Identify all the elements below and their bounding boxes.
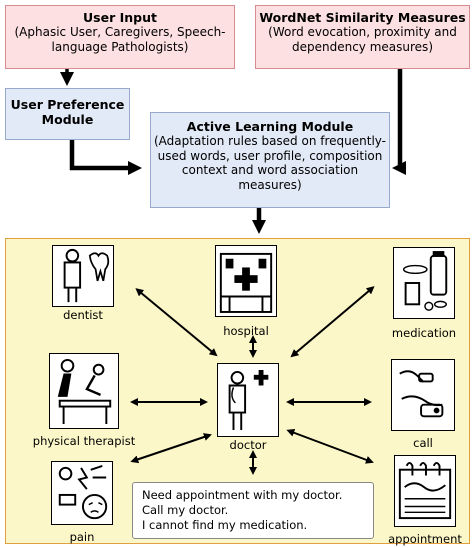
symbol-physical-therapist: physical therapist (32, 353, 136, 448)
active-learning-body: (Adaptation rules based on frequently-us… (154, 134, 386, 192)
arrow-preference-to-active (69, 140, 142, 175)
appointment-label: appointment (388, 532, 462, 546)
arrow-doctor-dentist (135, 288, 218, 357)
user-preference-title: User Preference Module (10, 97, 125, 127)
medication-label: medication (391, 326, 457, 340)
active-learning-title: Active Learning Module (186, 119, 354, 134)
symbol-medication: medication (384, 247, 464, 340)
hospital-label: hospital (223, 324, 269, 338)
symbol-hospital: hospital (206, 245, 286, 338)
arrow-doctor-medication (290, 286, 375, 358)
user-input-title: User Input (83, 10, 157, 25)
symbol-dentist: dentist (44, 245, 122, 322)
message-line: Call my doctor. (142, 503, 229, 517)
pain-label: pain (69, 530, 95, 544)
wordnet-title: WordNet Similarity Measures (259, 10, 466, 25)
dentist-label: dentist (63, 308, 103, 322)
physical-therapist-icon (49, 353, 119, 429)
doctor-icon (217, 363, 279, 437)
symbol-pain: pain (44, 461, 120, 544)
symbol-call: call (382, 359, 464, 450)
symbol-panel: dentist hospital medication (5, 238, 470, 546)
call-icon (391, 359, 455, 431)
wordnet-body: (Word evocation, proximity and dependenc… (268, 25, 457, 54)
dentist-icon (52, 245, 114, 307)
physical-therapist-label: physical therapist (32, 434, 136, 448)
message-line: Need appointment with my doctor. (142, 488, 343, 502)
medication-icon (393, 247, 455, 319)
user-input-body: (Aphasic User, Caregivers, Speech-langua… (14, 25, 226, 54)
symbol-appointment: appointment (384, 455, 466, 546)
appointment-icon (394, 455, 456, 527)
symbol-doctor: doctor (214, 363, 282, 452)
hospital-icon (215, 245, 277, 317)
wordnet-box: WordNet Similarity Measures (Word evocat… (255, 5, 470, 69)
message-box: Need appointment with my doctor. Call my… (132, 482, 374, 539)
arrow-doctor-pain (130, 433, 212, 464)
user-preference-box: User Preference Module (5, 88, 130, 140)
message-line: I cannot find my medication. (142, 518, 308, 532)
call-label: call (413, 436, 433, 450)
arrow-doctor-appointment (286, 428, 374, 464)
active-learning-box: Active Learning Module (Adaptation rules… (150, 112, 390, 208)
user-input-box: User Input (Aphasic User, Caregivers, Sp… (5, 5, 235, 69)
doctor-label: doctor (229, 438, 267, 452)
pain-icon (51, 461, 113, 525)
